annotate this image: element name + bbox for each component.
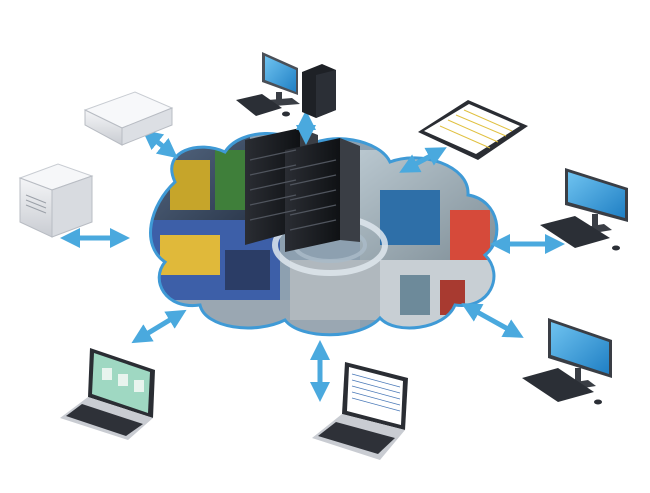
arrow-rack-server [142, 129, 178, 159]
monitor-icon [522, 318, 612, 405]
arrow-tablet [399, 147, 447, 173]
arrow-laptop-left [131, 309, 187, 344]
laptop-icon [312, 362, 408, 460]
server-box-icon [83, 91, 174, 146]
monitor-icon [540, 168, 628, 251]
server-rack-icon [245, 128, 360, 252]
tower-server-icon [18, 163, 94, 238]
tablet-icon [418, 100, 528, 160]
laptop-icon [60, 348, 155, 440]
arrow-monitor-lower [461, 303, 524, 338]
desktop-computer-icon [236, 52, 336, 118]
